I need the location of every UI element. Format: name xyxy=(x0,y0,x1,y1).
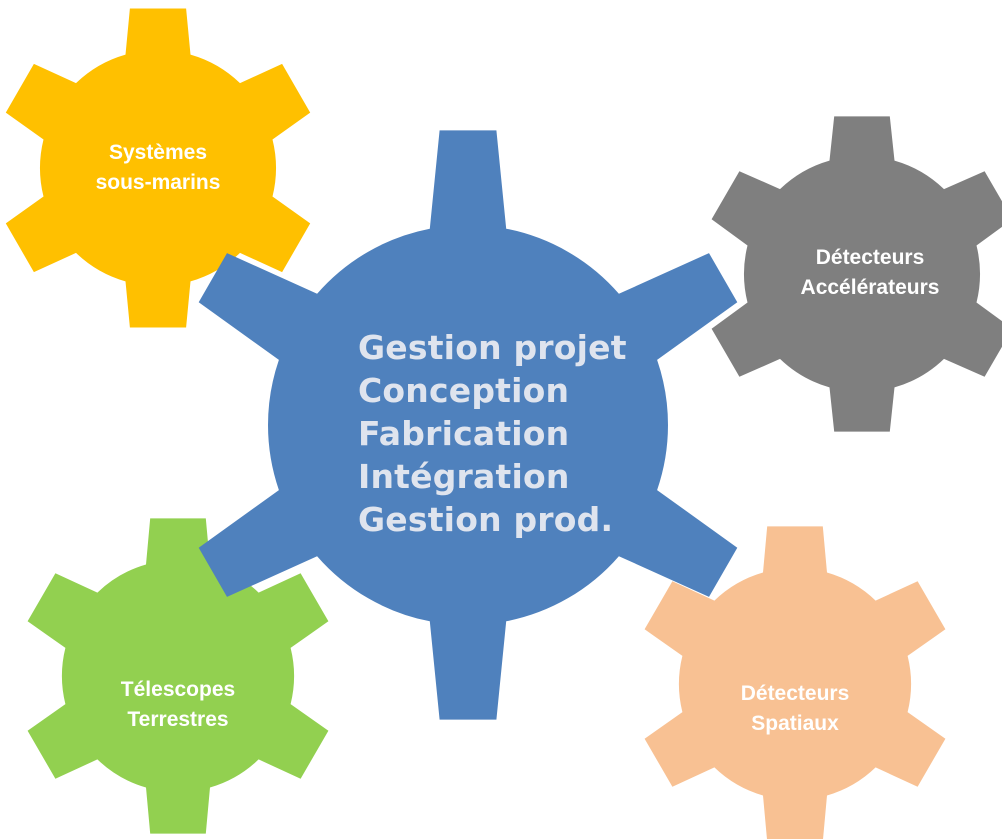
gear-center-line-3: Fabrication xyxy=(358,414,570,453)
gear-space-line-1: Détecteurs xyxy=(740,682,850,705)
gear-space-line-2: Spatiaux xyxy=(751,712,839,735)
gear-center-label: Gestion projet Conception Fabrication In… xyxy=(358,326,678,541)
gear-underwater-line-1: Systèmes xyxy=(108,141,208,164)
gear-accelerators-label: Détecteurs Accélérateurs xyxy=(760,238,980,308)
gear-center-line-4: Intégration xyxy=(358,457,570,496)
gear-space-label: Détecteurs Spatiaux xyxy=(695,674,895,744)
gear-center-line-2: Conception xyxy=(358,371,570,410)
gear-telescopes-line-1: Télescopes xyxy=(120,678,236,701)
gear-telescopes-line-2: Terrestres xyxy=(127,708,229,731)
gear-underwater-label: Systèmes sous-marins xyxy=(58,133,258,203)
gear-center xyxy=(198,130,738,720)
gear-center-line-1: Gestion projet xyxy=(358,328,627,367)
gear-accelerators-line-2: Accélérateurs xyxy=(800,276,940,299)
gear-accelerators-line-1: Détecteurs xyxy=(815,246,925,269)
gear-telescopes-label: Télescopes Terrestres xyxy=(78,670,278,740)
gear-accelerators xyxy=(711,116,1002,432)
gear-telescopes xyxy=(27,518,329,834)
gear-space xyxy=(644,526,946,839)
gear-underwater-line-2: sous-marins xyxy=(95,171,221,194)
gear-center-line-5: Gestion prod. xyxy=(358,500,614,539)
gear-underwater xyxy=(5,8,311,328)
